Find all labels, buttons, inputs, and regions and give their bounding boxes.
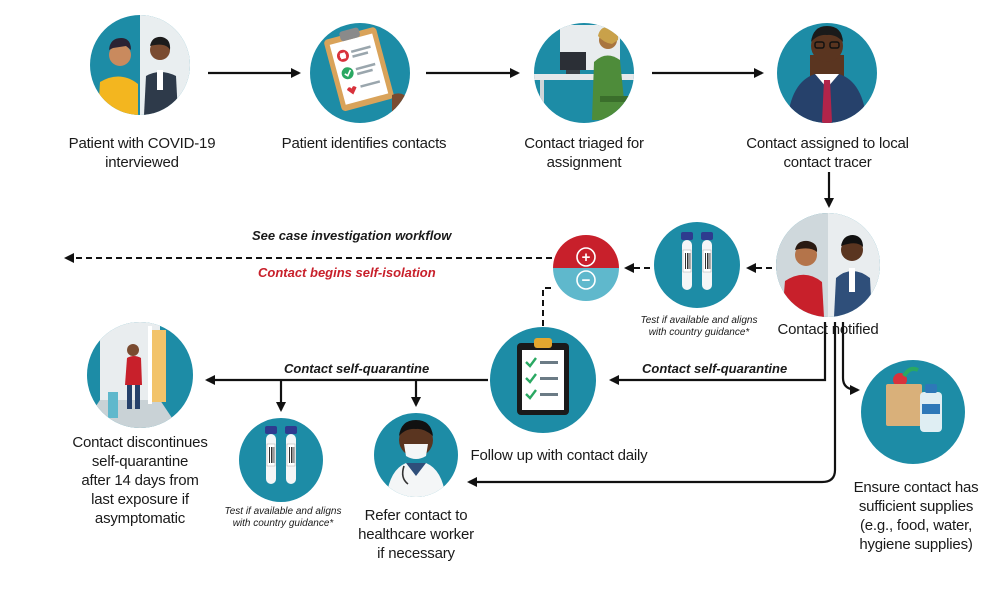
flow-self-quarantine-left-label: Contact self-quarantine	[284, 361, 430, 376]
doctor-mask-icon	[374, 413, 458, 497]
negative-sign: −	[582, 272, 591, 289]
step-notified-label: Contact notified	[777, 321, 879, 338]
step-identify-label: Patient identifies contacts	[281, 135, 447, 152]
grocery-bag-icon	[861, 360, 965, 464]
tracer-person-icon	[777, 23, 877, 123]
test-tube-icon	[654, 222, 740, 308]
arrow-notified-to-supplies	[841, 322, 860, 395]
checklist-board-icon	[490, 327, 596, 433]
door-exit-icon	[87, 322, 193, 428]
test-result-indicator: + −	[553, 235, 619, 301]
flow-self-isolation-label: Contact begins self-isolation	[258, 265, 436, 280]
clipboard-checklist-icon	[310, 23, 410, 123]
desk-worker-icon	[534, 23, 634, 123]
positive-sign: +	[582, 249, 591, 266]
test-tube-icon-2	[239, 418, 323, 502]
positive-icon	[576, 247, 596, 267]
flow-case-workflow-label: See case investigation workflow	[252, 228, 452, 243]
dashed-followup-to-result	[542, 287, 553, 326]
arrow-notified-to-refer	[467, 322, 837, 487]
phone-call-icon	[90, 15, 190, 115]
step-followup-label: Follow up with contact daily	[470, 447, 648, 464]
flow-self-quarantine-right-label: Contact self-quarantine	[642, 361, 788, 376]
negative-icon	[576, 270, 596, 290]
arrow-notified-to-followup	[609, 322, 827, 385]
phone-conversation-icon	[776, 213, 880, 317]
